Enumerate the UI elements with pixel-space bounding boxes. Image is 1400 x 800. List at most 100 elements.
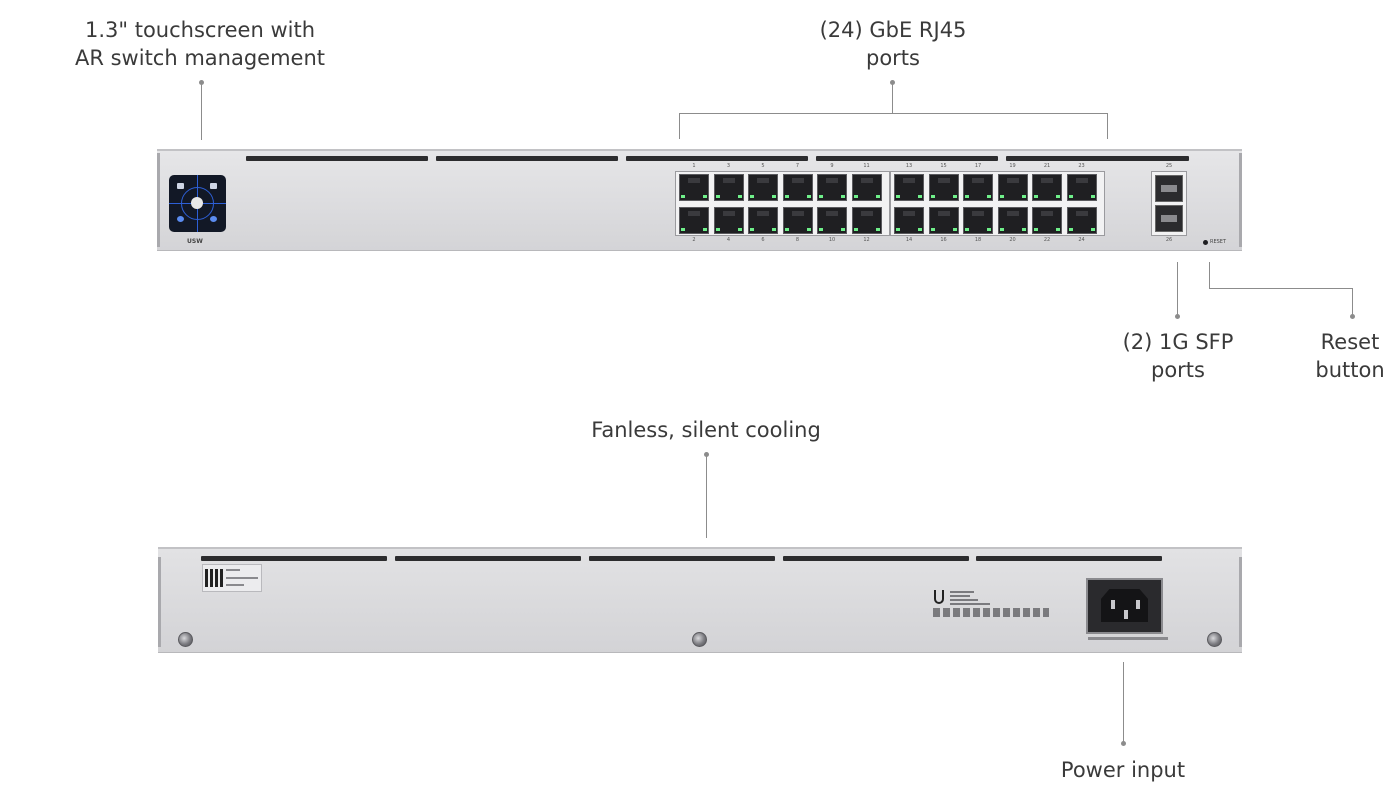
leader-line-reset-across xyxy=(1209,288,1353,289)
callout-power: Power input xyxy=(1023,756,1223,784)
port-number-label: 22 xyxy=(1043,237,1051,243)
back-vent-5 xyxy=(976,556,1162,561)
callout-cooling: Fanless, silent cooling xyxy=(566,416,846,444)
serial-label-sticker xyxy=(202,564,262,592)
callout-rj45: (24) GbE RJ45 ports xyxy=(773,16,1013,72)
callout-touchscreen: 1.3" touchscreen with AR switch manageme… xyxy=(60,16,340,72)
port-number-label: 21 xyxy=(1043,163,1051,169)
front-vent-5 xyxy=(1006,156,1189,161)
sfp-number-top: 25 xyxy=(1165,163,1173,169)
port-number-label: 10 xyxy=(828,237,836,243)
touchscreen-monitor-icon xyxy=(177,183,184,189)
port-number-label: 8 xyxy=(795,237,800,243)
front-vent-2 xyxy=(436,156,618,161)
rj45-port-15[interactable] xyxy=(928,174,959,201)
port-number-label: 13 xyxy=(905,163,913,169)
rj45-port-14[interactable] xyxy=(894,207,924,234)
touchscreen-home-icon xyxy=(191,197,203,209)
regulatory-marks xyxy=(933,589,1051,625)
rj45-port-13[interactable] xyxy=(894,174,924,201)
callout-rj45-line2: ports xyxy=(866,46,920,70)
port-number-label: 12 xyxy=(863,237,870,243)
leader-line-power xyxy=(1123,662,1124,742)
callout-rj45-line1: (24) GbE RJ45 xyxy=(819,18,967,42)
rj45-port-6[interactable] xyxy=(748,207,778,234)
sfp-number-bottom: 26 xyxy=(1165,237,1173,243)
callout-touchscreen-line1: 1.3" touchscreen with xyxy=(84,18,315,42)
port-number-label: 9 xyxy=(830,163,834,169)
back-vent-1 xyxy=(201,556,387,561)
rj45-port-22[interactable] xyxy=(1032,207,1062,234)
rj45-port-2[interactable] xyxy=(679,207,709,234)
touchscreen-chart-icon xyxy=(210,183,217,189)
switch-back-panel xyxy=(158,547,1242,653)
rj45-port-21[interactable] xyxy=(1032,174,1062,201)
reset-button[interactable] xyxy=(1203,240,1208,245)
leader-line-touchscreen xyxy=(201,82,202,140)
screw-icon-left xyxy=(178,632,193,647)
port-number-label: 5 xyxy=(761,163,765,169)
leader-line-rj45-stem xyxy=(892,82,893,113)
callout-cooling-line1: Fanless, silent cooling xyxy=(591,418,821,442)
rj45-port-1[interactable] xyxy=(679,174,709,201)
rj45-port-7[interactable] xyxy=(782,174,813,201)
rj45-port-16[interactable] xyxy=(928,207,959,234)
sfp-port-26[interactable] xyxy=(1155,205,1183,232)
rj45-port-4[interactable] xyxy=(713,207,744,234)
rj45-port-23[interactable] xyxy=(1066,174,1097,201)
port-number-label: 19 xyxy=(1009,163,1016,169)
port-number-label: 23 xyxy=(1078,163,1085,169)
sfp-port-group xyxy=(1151,171,1187,236)
port-number-label: 2 xyxy=(692,237,696,243)
leader-line-reset-drop xyxy=(1352,288,1353,316)
rj45-port-11[interactable] xyxy=(851,174,882,201)
port-number-label: 16 xyxy=(940,237,947,243)
leader-dot-power xyxy=(1121,741,1126,746)
port-number-label: 1 xyxy=(692,163,696,169)
port-number-label: 11 xyxy=(863,163,870,169)
leader-dot-sfp xyxy=(1175,314,1180,319)
certification-icons xyxy=(933,608,1049,617)
port-number-label: 4 xyxy=(726,237,731,243)
callout-touchscreen-line2: AR switch management xyxy=(74,46,326,70)
leader-line-rj45-bracket xyxy=(679,113,1108,114)
rj45-port-24[interactable] xyxy=(1066,207,1097,234)
port-number-label: 6 xyxy=(761,237,765,243)
rj45-port-17[interactable] xyxy=(963,174,993,201)
rj45-port-9[interactable] xyxy=(817,174,847,201)
port-number-label: 7 xyxy=(795,163,800,169)
rj45-port-5[interactable] xyxy=(748,174,778,201)
sfp-port-25[interactable] xyxy=(1155,175,1183,202)
leader-line-sfp xyxy=(1177,262,1178,316)
touchscreen-display[interactable] xyxy=(169,175,226,232)
reset-label: RESET xyxy=(1210,239,1227,245)
rj45-port-10[interactable] xyxy=(817,207,847,234)
qr-code-icon xyxy=(205,569,223,587)
rj45-port-3[interactable] xyxy=(713,174,744,201)
rj45-port-19[interactable] xyxy=(997,174,1028,201)
rj45-port-18[interactable] xyxy=(963,207,993,234)
power-inlet[interactable] xyxy=(1086,578,1163,634)
callout-sfp-line2: ports xyxy=(1151,358,1205,382)
back-vent-3 xyxy=(589,556,775,561)
port-number-label: 17 xyxy=(974,163,982,169)
touchscreen-settings-icon xyxy=(210,216,217,222)
rj45-port-8[interactable] xyxy=(782,207,813,234)
callout-power-line1: Power input xyxy=(1060,758,1186,782)
leader-line-rj45-right xyxy=(1107,113,1108,139)
port-number-label: 15 xyxy=(940,163,947,169)
screw-icon-right xyxy=(1207,632,1222,647)
callout-sfp-line1: (2) 1G SFP xyxy=(1122,330,1234,354)
port-number-label: 20 xyxy=(1009,237,1016,243)
back-vent-4 xyxy=(783,556,969,561)
rj45-port-20[interactable] xyxy=(997,207,1028,234)
rj45-port-12[interactable] xyxy=(851,207,882,234)
callout-sfp: (2) 1G SFP ports xyxy=(1098,328,1258,384)
back-vent-2 xyxy=(395,556,581,561)
callout-reset-line2: button xyxy=(1315,358,1385,382)
leader-line-reset-down xyxy=(1209,262,1210,288)
ubiquiti-logo-icon xyxy=(934,590,944,604)
callout-reset-line1: Reset xyxy=(1320,330,1380,354)
screw-icon-center xyxy=(692,632,707,647)
